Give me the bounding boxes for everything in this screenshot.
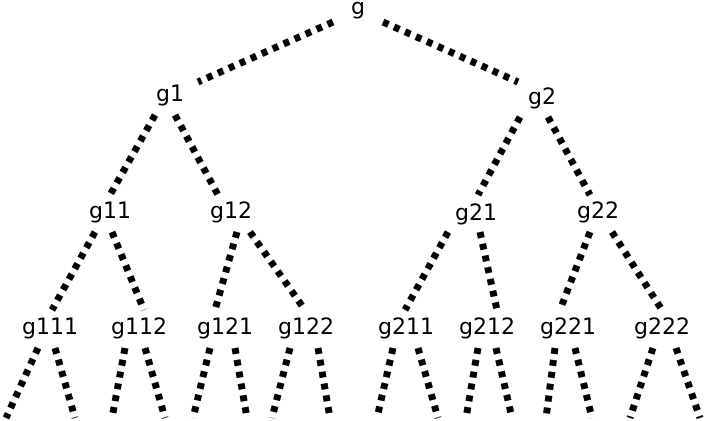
edge-g2-g22 (544, 115, 594, 197)
edge-g211-child-2 (414, 347, 442, 419)
node-g212: g212 (457, 315, 517, 340)
node-g121: g121 (195, 315, 255, 340)
edge-g222-child-2 (672, 346, 704, 420)
edge-g222-child-1 (626, 346, 657, 420)
edge-g2-g21 (474, 115, 524, 197)
edge-g122-child-2 (314, 347, 334, 419)
edge-g212-child-1 (462, 347, 482, 419)
node-g221: g221 (538, 315, 598, 340)
node-g22: g22 (575, 199, 621, 224)
edge-g212-child-2 (492, 347, 516, 419)
node-g211: g211 (376, 315, 436, 340)
edge-g21-g212 (476, 231, 501, 311)
edge-g11-g112 (108, 230, 148, 312)
edge-g1-g11 (106, 113, 159, 197)
edge-g12-g122 (247, 229, 308, 313)
edge-g22-g221 (556, 230, 594, 312)
node-g122: g122 (276, 315, 336, 340)
edge-g221-child-1 (542, 347, 559, 419)
node-g2: g2 (526, 85, 558, 110)
edge-g112-child-1 (108, 347, 129, 419)
edge-g11-g111 (48, 230, 99, 312)
edge-g-g1 (196, 18, 335, 86)
edge-g111-child-2 (51, 347, 79, 419)
tree-edges (2, 18, 704, 420)
edge-g121-child-2 (231, 347, 251, 419)
node-g11: g11 (87, 199, 133, 224)
edge-g211-child-1 (373, 347, 397, 419)
edge-g121-child-1 (189, 347, 214, 419)
edge-g122-child-1 (268, 347, 294, 419)
node-g12: g12 (208, 199, 254, 224)
node-g1: g1 (154, 82, 186, 107)
node-g222: g222 (632, 315, 692, 340)
edge-g-g2 (381, 18, 520, 86)
edge-g21-g211 (401, 230, 452, 312)
edge-g221-child-2 (571, 347, 596, 419)
node-g21: g21 (453, 201, 499, 226)
edge-g12-g121 (211, 231, 241, 311)
node-g111: g111 (20, 315, 80, 340)
node-g112: g112 (109, 315, 169, 340)
node-g: g (349, 0, 367, 20)
edge-g1-g12 (171, 113, 222, 197)
edge-g22-g222 (609, 230, 665, 312)
edge-g112-child-2 (141, 347, 169, 419)
edge-g111-child-1 (2, 346, 42, 420)
